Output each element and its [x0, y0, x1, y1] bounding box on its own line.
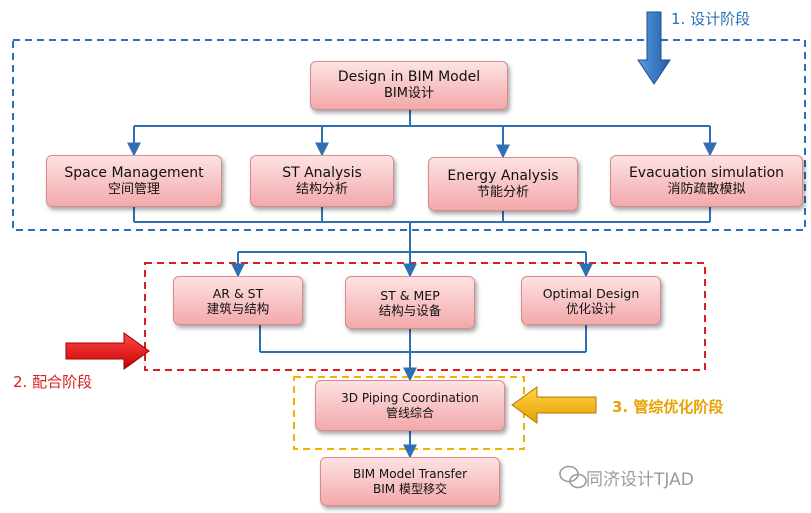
wechat-logo-icon — [559, 465, 587, 489]
space-management-en: Space Management — [64, 164, 204, 181]
piping-coordination-zh: 管线综合 — [385, 405, 434, 420]
piping-coordination-en: 3D Piping Coordination — [341, 391, 479, 406]
design-node-en: Design in BIM Model — [337, 69, 481, 86]
ar-st-zh: 建筑与结构 — [206, 300, 270, 316]
stage2-frame — [144, 262, 706, 371]
st-analysis-node: ST Analysis 结构分析 — [250, 155, 394, 207]
energy-analysis-node: Energy Analysis 节能分析 — [428, 157, 578, 211]
energy-analysis-zh: 节能分析 — [476, 184, 529, 200]
connectors — [127, 110, 717, 459]
stage1-label: 1. 设计阶段 — [671, 10, 751, 28]
optimal-design-node: Optimal Design 优化设计 — [521, 276, 661, 325]
model-transfer-node: BIM Model Transfer BIM 模型移交 — [320, 457, 500, 506]
optimal-design-en: Optimal Design — [542, 285, 640, 301]
optimal-design-zh: 优化设计 — [565, 300, 616, 316]
stage2-label: 2. 配合阶段 — [13, 373, 93, 391]
model-transfer-zh: BIM 模型移交 — [373, 481, 447, 496]
evacuation-simulation-en: Evacuation simulation — [628, 164, 785, 181]
design-node-zh: BIM设计 — [384, 86, 434, 102]
stage3-label: 3. 管综优化阶段 — [612, 398, 724, 416]
st-mep-zh: 结构与设备 — [378, 302, 442, 318]
stage1-arrow-icon — [637, 11, 671, 85]
st-analysis-zh: 结构分析 — [295, 181, 348, 197]
space-management-node: Space Management 空间管理 — [46, 155, 222, 207]
model-transfer-en: BIM Model Transfer — [352, 467, 468, 482]
st-mep-en: ST & MEP — [380, 287, 440, 303]
energy-analysis-en: Energy Analysis — [447, 167, 559, 184]
stage2-arrow-icon — [65, 332, 150, 370]
piping-coordination-node: 3D Piping Coordination 管线综合 — [315, 380, 505, 431]
ar-st-en: AR & ST — [212, 285, 264, 301]
evacuation-simulation-zh: 消防疏散模拟 — [667, 181, 746, 197]
st-mep-node: ST & MEP 结构与设备 — [345, 276, 475, 329]
brand-watermark: 同济设计TJAD — [586, 470, 694, 490]
ar-st-node: AR & ST 建筑与结构 — [173, 276, 303, 325]
stage3-arrow-icon — [511, 386, 597, 424]
st-analysis-en: ST Analysis — [282, 164, 362, 181]
design-node: Design in BIM Model BIM设计 — [310, 61, 508, 110]
evacuation-simulation-node: Evacuation simulation 消防疏散模拟 — [610, 155, 803, 207]
space-management-zh: 空间管理 — [107, 181, 160, 197]
stage1-frame — [12, 39, 806, 231]
